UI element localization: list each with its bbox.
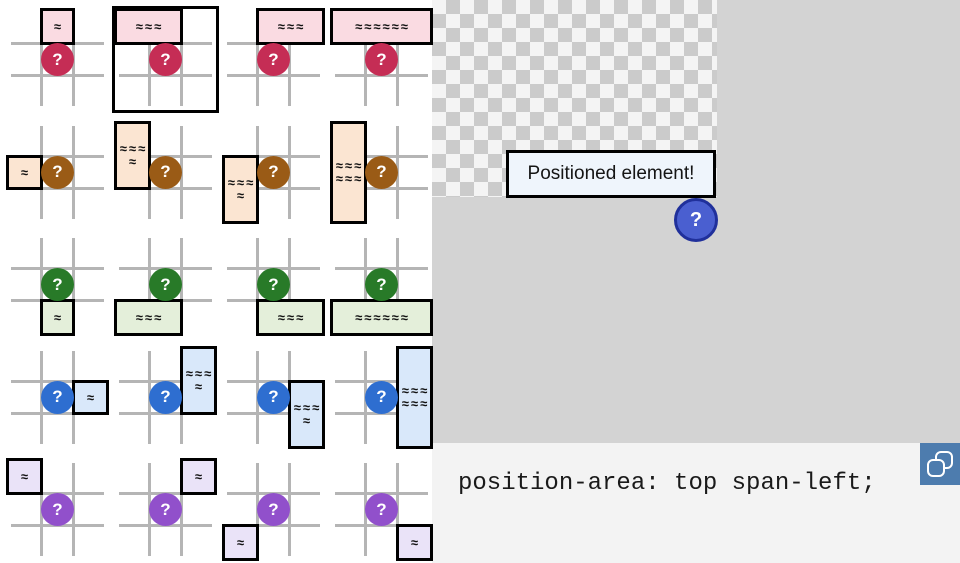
positioned-element: Positioned element! bbox=[506, 150, 716, 198]
anchor-grid-diagram: ≈≈≈≈? bbox=[119, 345, 217, 444]
anchor-grid-diagram: ≈≈≈? bbox=[114, 238, 212, 337]
anchored-box: ≈ bbox=[6, 458, 43, 496]
anchored-box: ≈≈≈ bbox=[256, 299, 325, 337]
anchor-question-circle: ? bbox=[257, 155, 290, 189]
anchored-box: ≈≈≈≈ bbox=[114, 120, 151, 190]
position-area-option[interactable]: ≈? bbox=[0, 225, 108, 338]
position-area-picker: ≈?≈≈≈?≈≈≈?≈≈≈≈≈≈?≈?≈≈≈≈?≈≈≈≈?≈≈≈≈≈≈?≈?≈≈… bbox=[0, 0, 433, 563]
anchor-grid-diagram: ≈≈≈≈? bbox=[227, 350, 325, 449]
position-area-option[interactable]: ≈? bbox=[0, 450, 108, 563]
anchor-grid-diagram: ≈≈≈? bbox=[227, 238, 325, 337]
position-area-option[interactable]: ≈≈≈? bbox=[108, 0, 219, 113]
anchor-question-circle: ? bbox=[41, 493, 74, 527]
position-area-option[interactable]: ≈? bbox=[0, 113, 108, 226]
anchor-question-circle: ? bbox=[257, 268, 290, 302]
anchor-question-circle: ? bbox=[149, 155, 182, 189]
anchor-grid-diagram: ≈? bbox=[335, 463, 433, 562]
anchor-grid-diagram: ≈? bbox=[11, 350, 109, 444]
anchor-question-circle: ? bbox=[149, 43, 182, 76]
anchor-question-circle: ? bbox=[149, 493, 182, 527]
anchored-box: ≈≈≈≈ bbox=[288, 379, 325, 449]
position-area-option[interactable]: ≈≈≈? bbox=[216, 0, 325, 113]
anchor-grid-diagram: ≈? bbox=[6, 125, 104, 219]
code-bar: position-area: top span-left; bbox=[432, 443, 960, 563]
position-area-option[interactable]: ≈? bbox=[324, 450, 433, 563]
anchor-grid-diagram: ≈≈≈≈? bbox=[114, 120, 212, 219]
anchor-question-circle: ? bbox=[41, 43, 74, 76]
anchored-box: ≈≈≈≈≈≈ bbox=[330, 8, 433, 45]
position-area-option[interactable]: ≈≈≈≈≈≈? bbox=[324, 0, 433, 113]
position-area-option[interactable]: ≈≈≈≈≈≈? bbox=[324, 113, 432, 226]
anchor-grid-diagram: ≈? bbox=[11, 238, 104, 337]
anchored-box: ≈≈≈≈≈≈ bbox=[330, 299, 433, 337]
preview-area: Positioned element! ? bbox=[432, 0, 960, 443]
anchor-question-circle: ? bbox=[41, 155, 74, 189]
anchored-box: ≈≈≈ bbox=[114, 8, 183, 45]
anchor-grid-diagram: ≈? bbox=[11, 8, 104, 106]
anchored-box: ≈ bbox=[396, 524, 433, 562]
anchor-question-circle: ? bbox=[365, 493, 398, 527]
anchor-question-circle: ? bbox=[257, 43, 290, 76]
anchor-question-circle: ? bbox=[41, 380, 74, 414]
position-area-option[interactable]: ≈≈≈≈? bbox=[216, 113, 324, 226]
position-area-option[interactable]: ≈? bbox=[0, 0, 108, 113]
anchor-grid-diagram: ≈≈≈≈≈≈? bbox=[330, 238, 433, 337]
anchor-grid-diagram: ≈≈≈≈≈≈? bbox=[335, 345, 433, 449]
anchored-box: ≈≈≈≈≈≈ bbox=[330, 120, 367, 224]
position-area-option[interactable]: ≈≈≈≈? bbox=[216, 338, 325, 451]
copy-icon bbox=[927, 451, 953, 477]
anchor-question-circle: ? bbox=[149, 380, 182, 414]
code-line: position-area: top span-left; bbox=[458, 470, 876, 497]
anchor-grid-diagram: ≈≈≈? bbox=[112, 6, 219, 113]
anchor-grid-diagram: ≈≈≈≈≈≈? bbox=[330, 120, 428, 224]
anchored-box: ≈ bbox=[40, 8, 75, 45]
right-pane: Positioned element! ? position-area: top… bbox=[432, 0, 960, 563]
position-area-option[interactable]: ≈? bbox=[108, 450, 217, 563]
anchored-box: ≈ bbox=[180, 458, 217, 496]
anchored-box: ≈ bbox=[222, 524, 259, 562]
position-area-option[interactable]: ≈? bbox=[0, 338, 109, 451]
anchored-box: ≈≈≈ bbox=[114, 299, 183, 337]
anchor-grid-diagram: ≈≈≈? bbox=[227, 8, 325, 106]
position-area-option[interactable]: ≈≈≈≈? bbox=[108, 338, 217, 451]
anchored-box: ≈≈≈≈≈≈ bbox=[396, 345, 433, 449]
anchor-question-circle: ? bbox=[257, 380, 290, 414]
position-area-option[interactable]: ≈≈≈≈? bbox=[108, 113, 216, 226]
anchor-question-circle: ? bbox=[41, 268, 74, 302]
anchor-grid-diagram: ≈? bbox=[222, 463, 320, 562]
anchor-question-circle: ? bbox=[257, 493, 290, 527]
anchor-question-circle: ? bbox=[674, 198, 718, 242]
anchor-grid-diagram: ≈≈≈≈≈≈? bbox=[330, 8, 433, 106]
anchor-grid-diagram: ≈? bbox=[6, 458, 104, 557]
anchored-box: ≈≈≈≈ bbox=[180, 345, 217, 415]
anchor-question-circle: ? bbox=[365, 380, 398, 414]
anchor-question-circle: ? bbox=[365, 155, 398, 189]
anchored-box: ≈ bbox=[6, 154, 43, 190]
anchor-question-circle: ? bbox=[365, 43, 398, 76]
anchor-question-circle: ? bbox=[365, 268, 398, 302]
anchored-box: ≈≈≈ bbox=[256, 8, 325, 45]
position-area-option[interactable]: ≈? bbox=[216, 450, 324, 563]
anchor-grid-diagram: ≈? bbox=[119, 458, 217, 557]
position-area-option[interactable]: ≈≈≈≈≈≈? bbox=[324, 225, 433, 338]
position-area-option[interactable]: ≈≈≈? bbox=[108, 225, 216, 338]
anchor-question-circle: ? bbox=[149, 268, 182, 302]
position-area-option[interactable]: ≈≈≈? bbox=[216, 225, 325, 338]
anchor-grid-diagram: ≈≈≈≈? bbox=[222, 125, 320, 224]
position-area-option[interactable]: ≈≈≈≈≈≈? bbox=[324, 338, 433, 451]
anchored-box: ≈ bbox=[40, 299, 75, 337]
copy-button[interactable] bbox=[920, 443, 960, 485]
anchored-box: ≈≈≈≈ bbox=[222, 154, 259, 224]
anchored-box: ≈ bbox=[72, 379, 109, 415]
